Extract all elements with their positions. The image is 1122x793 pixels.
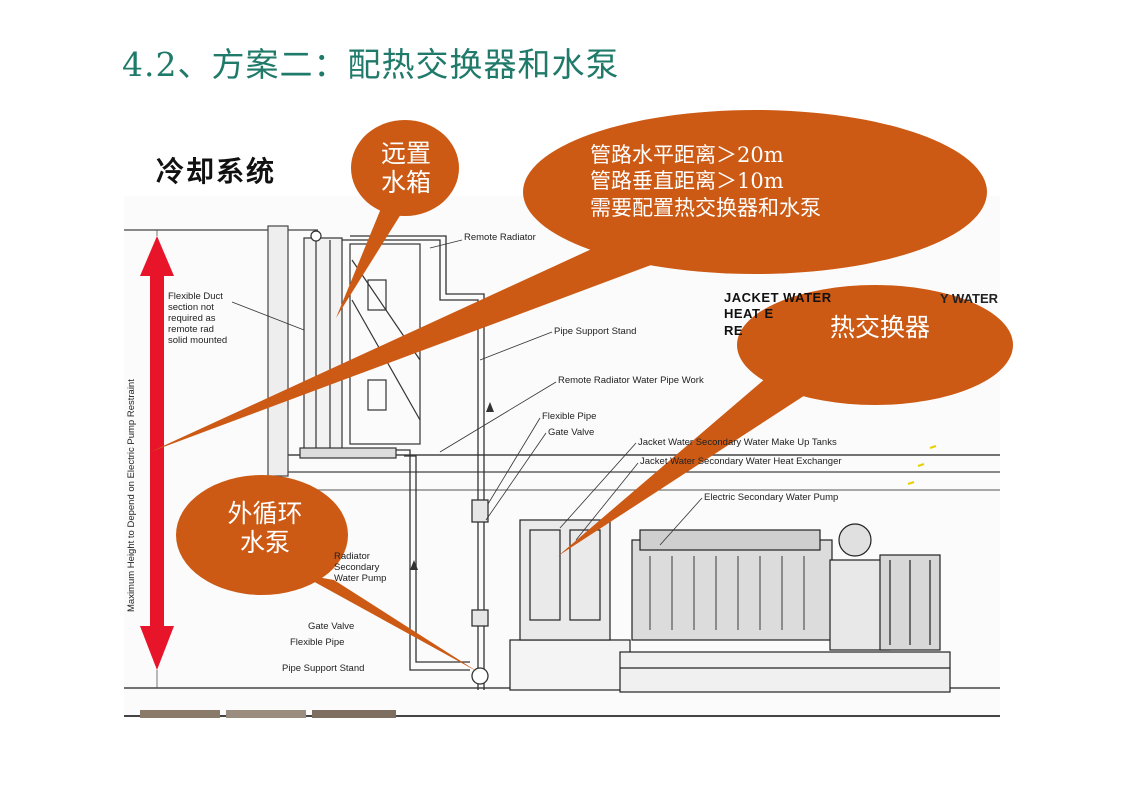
jw-title-line: JACKET WATER — [724, 290, 832, 305]
label-line: Radiator — [334, 551, 370, 562]
label-line: Flexible Duct — [168, 291, 223, 302]
remote-radiator — [299, 230, 421, 459]
label-pipe-support-bottom: Pipe Support Stand — [282, 663, 365, 674]
label-remote-radiator: Remote Radiator — [464, 232, 536, 243]
label-line: remote rad — [168, 323, 214, 335]
callout-line: 水泵 — [239, 527, 290, 557]
callout-line: 管路水平距离＞20m — [590, 143, 784, 167]
callout-line: 远置 — [380, 139, 431, 168]
spark-marks — [907, 445, 937, 485]
label-jw-makeup: Jacket Water Secondary Water Make Up Tan… — [638, 437, 837, 448]
callout-line: 水箱 — [380, 167, 431, 197]
callout-circ-pump — [176, 475, 478, 672]
label-flexible-pipe-bottom: Flexible Pipe — [290, 637, 345, 648]
jw-title-line: RE — [724, 322, 744, 338]
label-vertical-height: Maximum Height to Depend on Electric Pum… — [126, 379, 137, 612]
height-arrow — [140, 236, 174, 670]
pipe-work — [342, 235, 489, 690]
label-line: required as — [168, 312, 216, 324]
bottom-photo-strip — [140, 710, 396, 718]
label-gate-valve-bottom: Gate Valve — [308, 621, 355, 632]
label-line: Water Pump — [334, 572, 387, 584]
callout-remote-tank — [336, 120, 459, 318]
callout-line: 热交换器 — [829, 313, 930, 342]
label-jw-hx: Jacket Water Secondary Water Heat Exchan… — [640, 456, 842, 467]
diagram-title: 冷却系统 — [156, 155, 277, 188]
callout-line: 外循环 — [227, 499, 303, 528]
callout-heat-exchanger — [558, 285, 1013, 556]
label-radiator-secondary: Radiator Secondary Water Pump — [334, 551, 387, 585]
label-remote-rad-water-pipe: Remote Radiator Water Pipe Work — [558, 375, 704, 386]
callout-line: 管路垂直距离＞10m — [590, 169, 784, 194]
label-elec-pump: Electric Secondary Water Pump — [704, 492, 839, 503]
callout-remote-tank-text: 远置 水箱 — [360, 139, 452, 198]
label-flexible-duct: Flexible Duct section not required as re… — [168, 291, 228, 347]
label-pipe-support-top: Pipe Support Stand — [554, 326, 637, 337]
label-line: Secondary — [334, 561, 380, 573]
label-line: solid mounted — [168, 334, 228, 346]
label-flexible-pipe-top: Flexible Pipe — [542, 411, 597, 422]
label-gate-valve-top: Gate Valve — [548, 427, 595, 438]
jacket-water-title: JACKET WATER HEAT E RE — [724, 290, 832, 339]
label-leaders — [231, 239, 703, 546]
flow-arrows — [410, 402, 494, 570]
callout-circ-pump-text: 外循环 水泵 — [190, 499, 340, 558]
jacket-water-title-right: Y WATER — [940, 291, 999, 306]
callout-heat-exchanger-text: 热交换器 — [790, 313, 970, 343]
callout-pipe-note-text: 管路水平距离＞20m 管路垂直距离＞10m 需要配置热交换器和水泵 — [590, 142, 920, 221]
callout-line: 需要配置热交换器和水泵 — [590, 195, 821, 220]
slide-title: 4.2、方案二：配热交换器和水泵 — [122, 45, 620, 84]
generator-set — [509, 519, 951, 693]
callout-pipe-note — [150, 110, 987, 452]
jw-title-line: HEAT E — [724, 306, 774, 322]
label-line: section not — [168, 301, 214, 313]
